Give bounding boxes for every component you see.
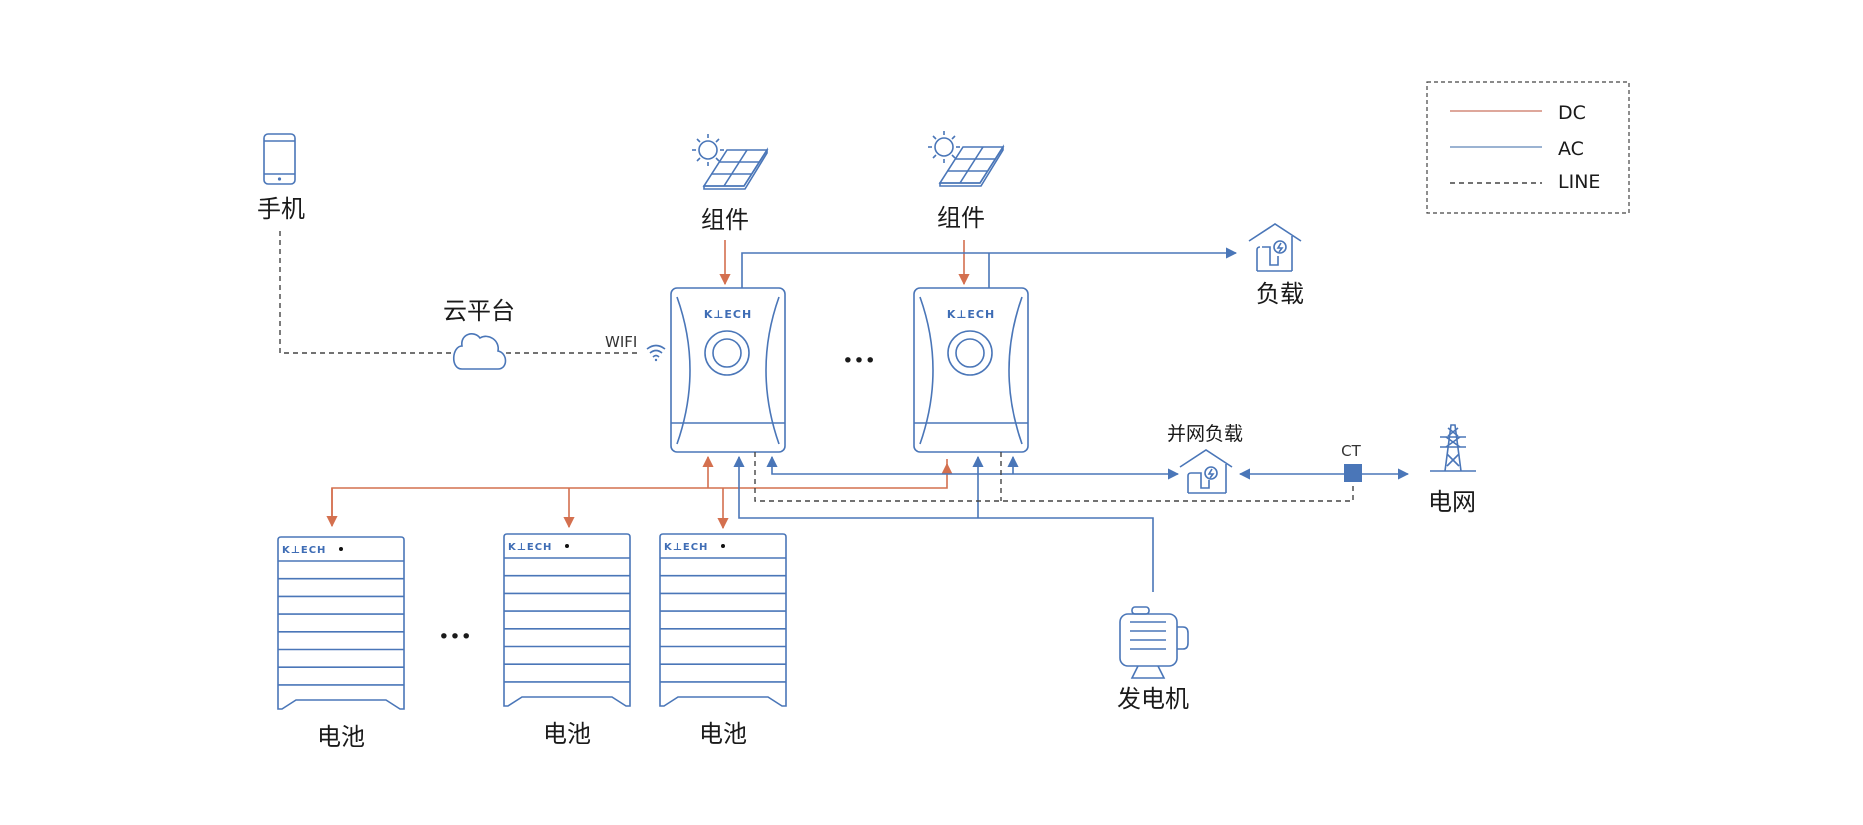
grid-label: 电网: [1428, 488, 1476, 516]
grid-load-ac-link: [766, 455, 1180, 480]
wifi-icon: [646, 344, 666, 362]
generator-ac-link: [733, 455, 1154, 592]
battery-1[interactable]: K⊥ECH 电池: [277, 536, 405, 751]
house-load-icon: [1179, 449, 1233, 494]
battery-cabinet-icon: [503, 533, 631, 707]
battery-status-led: [565, 544, 569, 548]
load-node[interactable]: 负载: [1248, 223, 1304, 308]
ct-label: CT: [1341, 442, 1361, 460]
inverter-icon: [913, 287, 1029, 453]
pv2-node[interactable]: 组件: [928, 131, 1005, 232]
generator-icon: [1119, 606, 1189, 679]
smartphone-icon: [263, 133, 296, 185]
battery-ellipsis: •••: [438, 626, 472, 648]
legend: DC AC LINE: [1426, 81, 1630, 214]
solar-panel-icon: [928, 131, 1005, 187]
battery-dc-bus: [331, 459, 948, 525]
battery-status-led: [339, 547, 343, 551]
inverter-1[interactable]: K⊥ECH: [670, 287, 786, 453]
battery-3[interactable]: K⊥ECH 电池: [659, 533, 787, 748]
battery-brand-logo: K⊥ECH: [664, 542, 708, 553]
battery-brand-logo: K⊥ECH: [282, 545, 326, 556]
grid-node[interactable]: 电网: [1428, 424, 1476, 516]
legend-frame: [1426, 81, 1630, 214]
load-label: 负载: [1256, 280, 1304, 308]
phone-cloud-link: [279, 231, 453, 354]
battery-cabinet-icon: [659, 533, 787, 707]
cloud-node[interactable]: 云平台: [443, 297, 515, 370]
battery-status-led: [721, 544, 725, 548]
grid-load-label: 并网负载: [1167, 423, 1243, 445]
inverter-2[interactable]: K⊥ECH: [913, 287, 1029, 453]
pv1-node[interactable]: 组件: [692, 134, 769, 234]
battery-label: 电池: [317, 723, 365, 751]
house-load-icon: [1248, 223, 1302, 272]
ct-node[interactable]: CT: [1341, 442, 1362, 482]
pv1-label: 组件: [701, 206, 749, 234]
battery-cabinet-icon: [277, 536, 405, 710]
load-ac-link: [741, 247, 1238, 288]
legend-dc-label: DC: [1558, 102, 1586, 124]
inverter-ellipsis: •••: [842, 350, 876, 372]
battery-label: 电池: [543, 720, 591, 748]
phone-node[interactable]: 手机: [257, 133, 305, 223]
battery-brand-logo: K⊥ECH: [508, 542, 552, 553]
inverter-2-brand-logo: K⊥ECH: [947, 308, 995, 321]
pv2-label: 组件: [937, 204, 985, 232]
solar-panel-icon: [692, 134, 769, 190]
grid-load-node[interactable]: 并网负载: [1167, 423, 1243, 494]
cloud-icon: [452, 333, 507, 370]
generator-node[interactable]: 发电机: [1117, 606, 1189, 713]
inverter-1-brand-logo: K⊥ECH: [704, 308, 752, 321]
battery-2[interactable]: K⊥ECH 电池: [503, 533, 631, 748]
ct-signal-line: [754, 452, 1354, 502]
battery-label: 电池: [699, 720, 747, 748]
generator-label: 发电机: [1117, 685, 1189, 713]
inverter-icon: [670, 287, 786, 453]
wifi-node: WIFI: [605, 333, 666, 362]
ct-sensor-icon: [1344, 464, 1362, 482]
cloud-label: 云平台: [443, 297, 515, 325]
phone-label: 手机: [257, 195, 305, 223]
legend-ac-label: AC: [1558, 138, 1584, 160]
legend-line-label: LINE: [1558, 171, 1600, 193]
wifi-label: WIFI: [605, 333, 637, 351]
battery-group: K⊥ECH 电池 K⊥ECH 电池 K⊥ECH 电池: [277, 533, 787, 751]
power-tower-icon: [1430, 424, 1476, 472]
